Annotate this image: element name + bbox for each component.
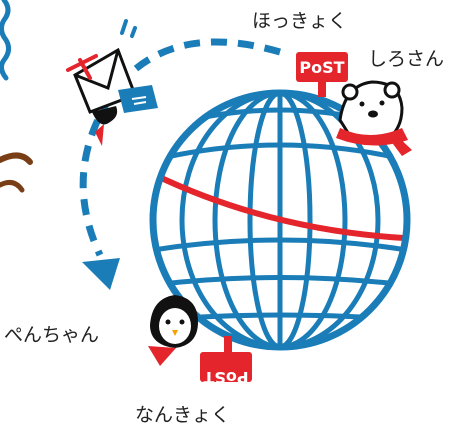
polar-bear-label: しろさん	[368, 48, 445, 70]
equator-line	[153, 172, 405, 241]
drop-icon	[120, 19, 128, 35]
south-pole-label: なんきょく	[135, 404, 231, 426]
post-sign-bottom: PoST	[200, 336, 252, 387]
penguin-label: ぺんちゃん	[4, 324, 100, 346]
penguin	[148, 295, 198, 366]
polar-bear	[336, 80, 412, 156]
post-sign-bottom-label: PoST	[203, 368, 248, 387]
north-pole-label: ほっきょく	[252, 10, 348, 32]
brown-branch-2	[0, 179, 25, 193]
travel-arrow-head	[82, 258, 120, 290]
drop-icon-2	[130, 26, 137, 38]
post-sign-top: PoST	[296, 52, 348, 97]
blue-wavy-line	[0, 0, 12, 81]
flying-letter	[66, 47, 158, 146]
post-sign-top-label: PoST	[299, 58, 344, 77]
brown-branch	[0, 152, 33, 165]
travel-path-arc	[79, 38, 281, 257]
